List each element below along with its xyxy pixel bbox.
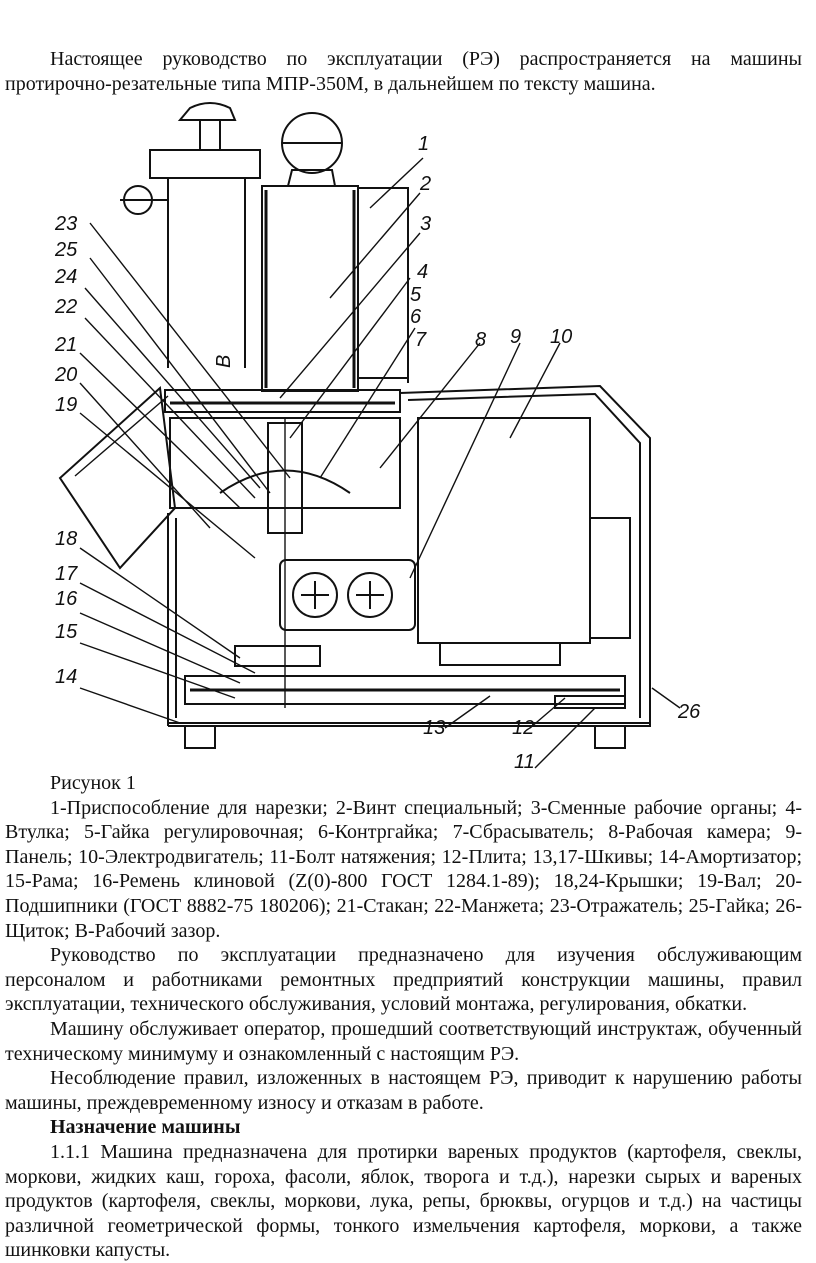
label-20: 20	[54, 364, 77, 386]
figure-legend: 1-Приспособление для нарезки; 2-Винт спе…	[5, 796, 802, 942]
label-2: 2	[419, 173, 431, 195]
label-9: 9	[510, 326, 521, 348]
label-3: 3	[420, 213, 431, 235]
label-5: 5	[410, 284, 422, 306]
label-16: 16	[55, 588, 78, 610]
leader-lines	[79, 157, 681, 769]
figure-title: Рисунок 1	[50, 772, 136, 794]
top-knob	[261, 112, 409, 392]
label-7: 7	[415, 329, 427, 351]
label-17: 17	[55, 563, 78, 585]
label-1: 1	[418, 133, 429, 155]
label-6: 6	[410, 306, 422, 328]
paragraph-purpose: Руководство по эксплуатации предназначен…	[5, 944, 802, 1016]
label-11: 11	[514, 751, 535, 773]
figure-caption-area: Рисунок 1 1-Приспособление для нарезки; …	[5, 771, 802, 1263]
label-10: 10	[550, 326, 572, 348]
intro-paragraph: Настоящее руководство по эксплуатации (Р…	[5, 47, 802, 96]
label-15: 15	[55, 621, 78, 643]
working-chamber	[164, 389, 401, 708]
label-24: 24	[54, 266, 77, 288]
label-12: 12	[512, 717, 534, 739]
machine-diagram: В	[40, 98, 720, 788]
gap-label: В	[213, 355, 235, 368]
paragraph-warning: Несоблюдение правил, изложенных в настоя…	[5, 1067, 802, 1114]
part-labels: 1 2 3 4 5 6 7 8 9 10 11 12 13 14 15 16 1…	[54, 133, 701, 773]
label-23: 23	[54, 213, 77, 235]
label-26: 26	[677, 701, 701, 723]
label-21: 21	[54, 334, 77, 356]
machine-drawing: В	[54, 102, 701, 773]
frame	[168, 645, 650, 749]
label-25: 25	[54, 239, 78, 261]
control-panel	[279, 559, 416, 631]
section-heading: Назначение машины	[50, 1116, 241, 1139]
label-19: 19	[55, 394, 77, 416]
label-14: 14	[55, 666, 77, 688]
label-22: 22	[54, 296, 77, 318]
label-4: 4	[417, 261, 428, 283]
label-8: 8	[475, 329, 486, 351]
loading-tube	[120, 102, 261, 368]
label-13: 13	[423, 717, 445, 739]
intro-text: Настоящее руководство по эксплуатации (Р…	[5, 48, 802, 95]
section-text: 1.1.1 Машина предназначена для протирки …	[5, 1140, 802, 1262]
label-18: 18	[55, 528, 77, 550]
electric-motor	[417, 417, 631, 666]
housing	[167, 384, 651, 727]
paragraph-operator: Машину обслуживает оператор, прошедший с…	[5, 1017, 802, 1065]
